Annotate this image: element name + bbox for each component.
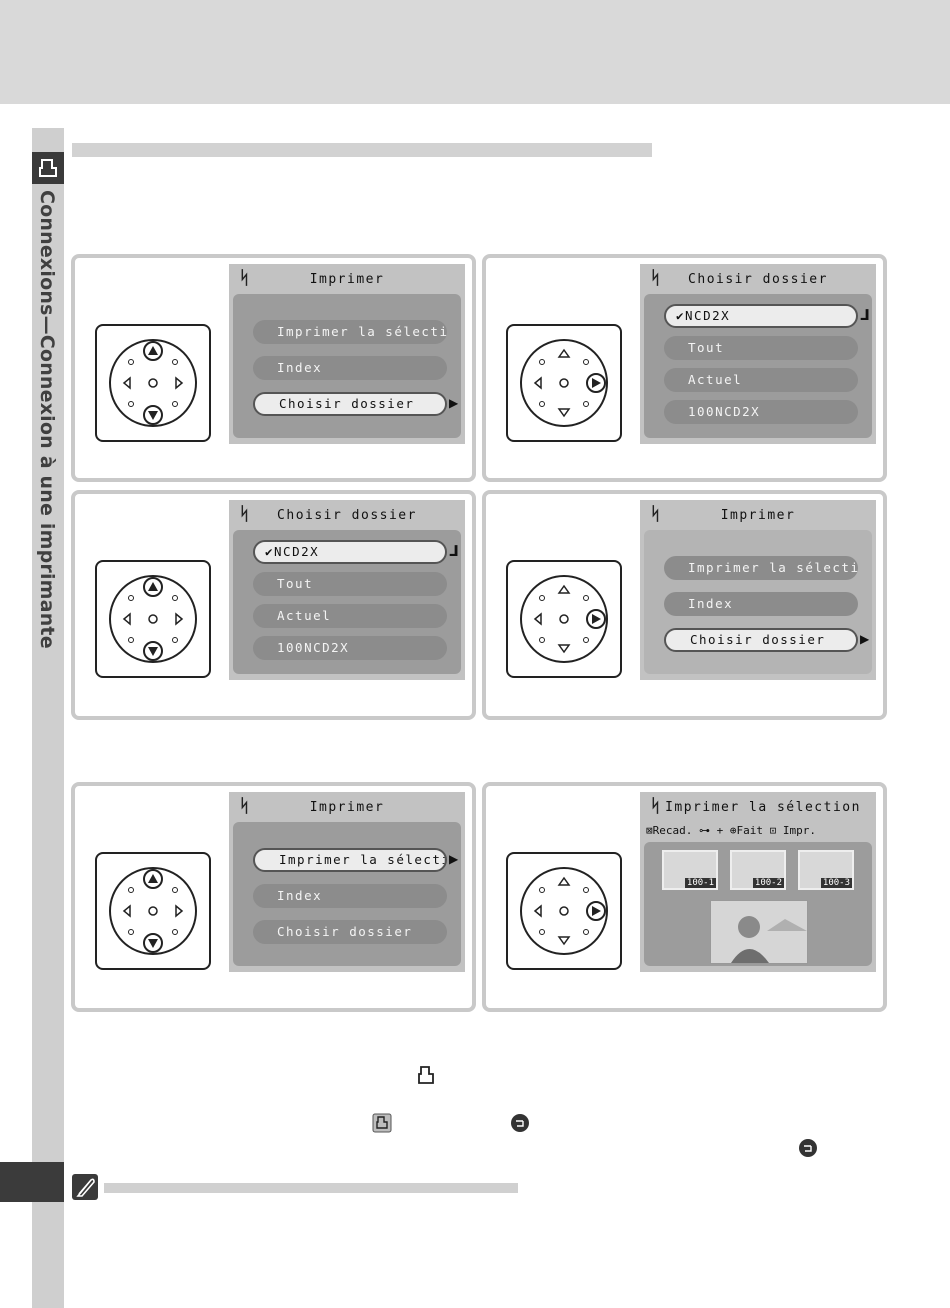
- menu-item-selected[interactable]: Imprimer la sélection: [253, 848, 447, 872]
- menu-item[interactable]: Tout: [253, 572, 447, 596]
- right-arrow-icon: ▶: [860, 632, 870, 646]
- multi-selector-dial-icon: [506, 324, 622, 442]
- thumbnail-label: 100-2: [752, 878, 784, 888]
- right-arrow-icon: ▶: [449, 396, 459, 410]
- camera-menu-logo-icon: ᛋ: [650, 268, 661, 289]
- menu-item[interactable]: Choisir dossier: [253, 920, 447, 944]
- selection-toolbar: ⊠Recad. ⊶ + ⊕Fait ⊡ Impr.: [646, 824, 816, 837]
- multi-selector-dial-icon: [506, 560, 622, 678]
- thumbnail-label: 100-3: [820, 878, 852, 888]
- camera-screen: ᛋ Imprimer Imprimer la sélection Index C…: [229, 264, 465, 444]
- thumbnail[interactable]: 100-1: [662, 850, 718, 890]
- menu-item[interactable]: Imprimer la sélection: [664, 556, 858, 580]
- multi-selector-dial-icon: [95, 560, 211, 678]
- menu-item-selected[interactable]: Choisir dossier: [664, 628, 858, 652]
- page-header-band: [0, 0, 950, 104]
- menu-title: Choisir dossier: [688, 272, 828, 287]
- menu-item[interactable]: Index: [664, 592, 858, 616]
- camera-menu-logo-icon: ᛋ: [239, 796, 250, 817]
- menu-item[interactable]: 100NCD2X: [664, 400, 858, 424]
- menu-item[interactable]: 100NCD2X: [253, 636, 447, 660]
- step-heading-bar: [72, 143, 652, 157]
- camera-screen: ᛋ Choisir dossier ✔NCD2X ⅃ Tout Actuel 1…: [640, 264, 876, 444]
- menu-item[interactable]: Actuel: [253, 604, 447, 628]
- camera-menu-logo-icon: ᛋ: [239, 268, 250, 289]
- menu-title: Imprimer: [309, 272, 385, 287]
- step-panel-6: ᛋ Imprimer la sélection ⊠Recad. ⊶ + ⊕Fai…: [482, 782, 887, 1012]
- menu-item-selected[interactable]: ✔NCD2X: [664, 304, 858, 328]
- printer-button-icon: [372, 1113, 392, 1133]
- multi-selector-dial-icon: [506, 852, 622, 970]
- thumbnail-label: 100-1: [684, 878, 716, 888]
- multi-selector-dial-icon: [95, 852, 211, 970]
- preview-image: [710, 900, 808, 964]
- enter-hook-icon: ⅃: [449, 542, 459, 560]
- step-panel-5: ᛋ Imprimer Imprimer la sélection ▶ Index…: [71, 782, 476, 1012]
- section-side-tab: [32, 128, 64, 1308]
- menu-title: Choisir dossier: [277, 508, 417, 523]
- multi-selector-dial-icon: [95, 324, 211, 442]
- step-panel-3: ᛋ Choisir dossier ✔NCD2X ⅃ Tout Actuel 1…: [71, 490, 476, 720]
- menu-item[interactable]: Index: [253, 356, 447, 380]
- section-title: Connexions—Connexion à une imprimante: [36, 190, 58, 649]
- thumbnail-grid: 100-1 100-2 100-3: [644, 842, 872, 966]
- printer-icon: [32, 152, 64, 184]
- enter-button-icon: [799, 1139, 817, 1157]
- pencil-note-icon: [72, 1174, 98, 1200]
- camera-screen: ᛋ Imprimer Imprimer la sélection ▶ Index…: [229, 792, 465, 972]
- note-heading-bar: [104, 1183, 518, 1193]
- page-thumb-marker: [0, 1162, 64, 1202]
- step-panel-4: ᛋ Imprimer Imprimer la sélection Index C…: [482, 490, 887, 720]
- menu-body: ✔NCD2X ⅃ Tout Actuel 100NCD2X: [233, 530, 461, 674]
- menu-title: Imprimer: [720, 508, 796, 523]
- camera-menu-logo-icon: ᛋ: [650, 504, 661, 525]
- right-arrow-icon: ▶: [449, 852, 459, 866]
- camera-screen: ᛋ Imprimer la sélection ⊠Recad. ⊶ + ⊕Fai…: [640, 792, 876, 972]
- enter-hook-icon: ⅃: [860, 306, 870, 324]
- thumbnail[interactable]: 100-3: [798, 850, 854, 890]
- menu-body: Imprimer la sélection Index Choisir doss…: [233, 294, 461, 438]
- menu-item-selected[interactable]: Choisir dossier: [253, 392, 447, 416]
- camera-menu-logo-icon: ᛋ: [239, 504, 250, 525]
- step-panel-1: ᛋ Imprimer Imprimer la sélection Index C…: [71, 254, 476, 482]
- camera-screen: ᛋ Choisir dossier ✔NCD2X ⅃ Tout Actuel 1…: [229, 500, 465, 680]
- menu-title: Imprimer la sélection: [665, 800, 861, 815]
- menu-item[interactable]: Index: [253, 884, 447, 908]
- printer-icon: [418, 1066, 434, 1084]
- menu-body: Imprimer la sélection Index Choisir doss…: [644, 530, 872, 674]
- menu-item[interactable]: Actuel: [664, 368, 858, 392]
- menu-item[interactable]: Imprimer la sélection: [253, 320, 447, 344]
- thumbnail[interactable]: 100-2: [730, 850, 786, 890]
- menu-item[interactable]: Tout: [664, 336, 858, 360]
- camera-screen: ᛋ Imprimer Imprimer la sélection Index C…: [640, 500, 876, 680]
- camera-menu-logo-icon: ᛋ: [650, 796, 661, 817]
- menu-item-selected[interactable]: ✔NCD2X: [253, 540, 447, 564]
- enter-button-icon: [511, 1114, 529, 1132]
- menu-body: Imprimer la sélection ▶ Index Choisir do…: [233, 822, 461, 966]
- step-panel-2: ᛋ Choisir dossier ✔NCD2X ⅃ Tout Actuel 1…: [482, 254, 887, 482]
- menu-body: ✔NCD2X ⅃ Tout Actuel 100NCD2X: [644, 294, 872, 438]
- menu-title: Imprimer: [309, 800, 385, 815]
